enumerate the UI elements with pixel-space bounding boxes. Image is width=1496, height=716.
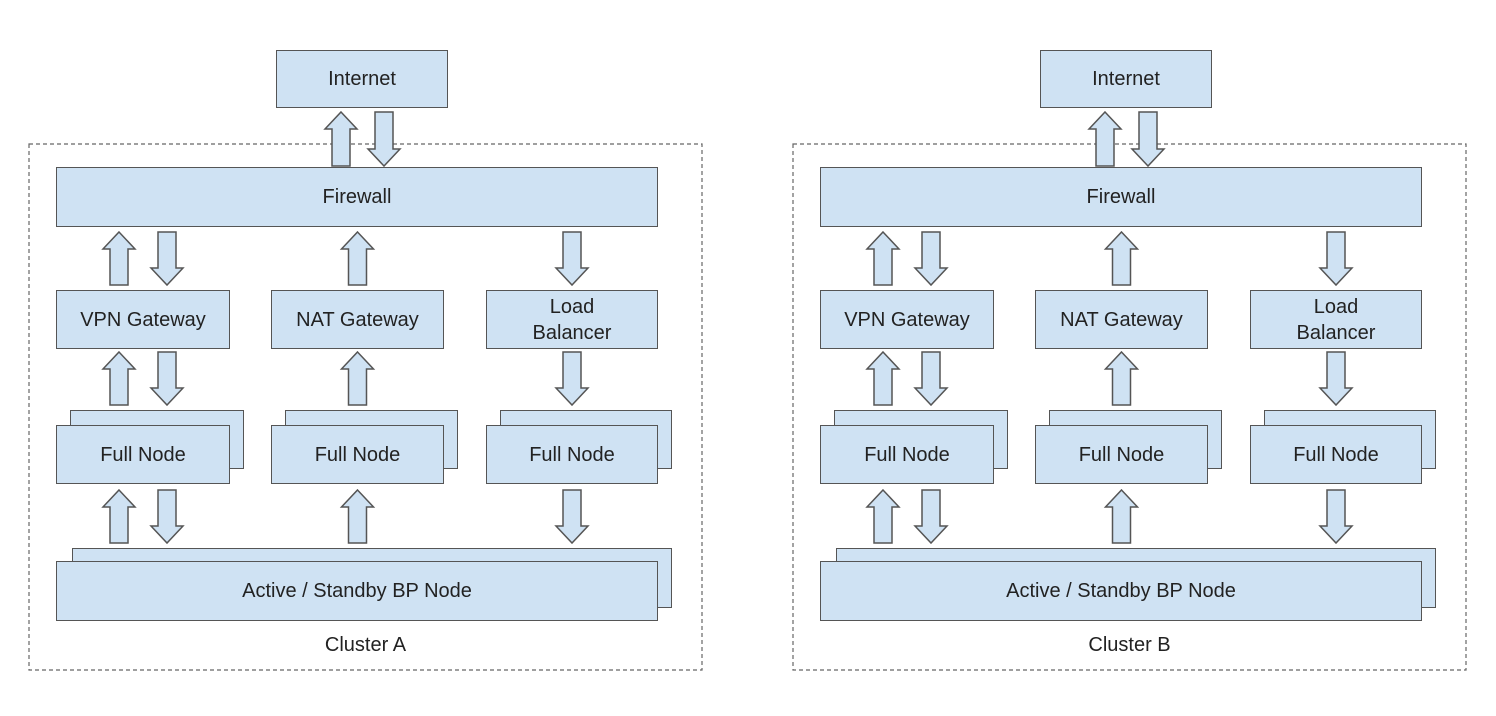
cluster-a-gateway-1-node-up-arrow xyxy=(101,350,137,406)
cluster-b-gateway-3-firewall-down-arrow xyxy=(1318,231,1354,287)
cluster-b-internet-up-arrow xyxy=(1087,110,1123,167)
cluster-a-gateway-1-firewall-up-arrow xyxy=(101,230,137,286)
cluster-a-full-node-1-box-label: Full Node xyxy=(100,442,186,468)
cluster-b-internet-box-label-line: Internet xyxy=(1092,68,1160,90)
cluster-b-firewall-box-label-line: Firewall xyxy=(1086,186,1156,208)
cluster-a-full-node-1-box-label-line: Full Node xyxy=(100,443,186,466)
cluster-b-gateway-2-box: NAT Gateway xyxy=(1035,290,1208,349)
cluster-a-bp-node-box: Active / Standby BP Node xyxy=(56,561,658,621)
cluster-b-full-node-2-box-label: Full Node xyxy=(1079,442,1165,468)
cluster-b-gateway-2-box-label: NAT Gateway xyxy=(1060,307,1183,333)
cluster-b-internet-box: Internet xyxy=(1040,50,1212,108)
cluster-b-gateway-3-box-label-line: Balancer xyxy=(1296,321,1376,344)
cluster-a-full-node-3-box: Full Node xyxy=(486,425,658,484)
cluster-a-boundary xyxy=(28,143,703,671)
cluster-b-gateway-1-firewall-up-arrow xyxy=(865,230,901,286)
cluster-b-gateway-1-node-down-arrow xyxy=(913,351,949,407)
cluster-b-gateway-1-box: VPN Gateway xyxy=(820,290,994,349)
cluster-a-gateway-3-node-down-arrow xyxy=(554,351,590,407)
cluster-b-bp-node-box-label: Active / Standby BP Node xyxy=(1006,578,1236,604)
cluster-b-full-node-1-box: Full Node xyxy=(820,425,994,484)
cluster-a-bp-node-box-label-line: Active / Standby BP Node xyxy=(242,580,472,602)
cluster-b-boundary xyxy=(792,143,1467,671)
cluster-a-gateway-1-box-label: VPN Gateway xyxy=(80,307,206,333)
cluster-a-gateway-2-node-up-arrow xyxy=(339,350,376,406)
cluster-b-full-node-1-box-label: Full Node xyxy=(864,442,950,468)
cluster-a-full-node-1-box: Full Node xyxy=(56,425,230,484)
cluster-a-internet-box: Internet xyxy=(276,50,448,108)
cluster-a-gateway-1-box: VPN Gateway xyxy=(56,290,230,349)
cluster-a-firewall-box: Firewall xyxy=(56,167,658,227)
cluster-a-full-node-3-bp-down-arrow xyxy=(554,489,590,545)
cluster-b-gateway-1-firewall-down-arrow xyxy=(913,231,949,287)
cluster-b-gateway-3-box-label-line: Load xyxy=(1313,295,1359,318)
cluster-a-gateway-1-box-label-line: VPN Gateway xyxy=(80,308,206,331)
cluster-a-gateway-1-firewall-down-arrow xyxy=(149,231,185,287)
cluster-a-full-node-2-box-label: Full Node xyxy=(315,442,401,468)
cluster-b-full-node-3-bp-down-arrow xyxy=(1318,489,1354,545)
cluster-a-internet-up-arrow xyxy=(323,110,359,167)
cluster-a-internet-box-label: Internet xyxy=(328,66,396,92)
cluster-a-full-node-3-box-label-line: Full Node xyxy=(529,443,615,466)
cluster-a-label: Cluster A xyxy=(324,634,407,656)
cluster-b-gateway-2-box-label-line: NAT Gateway xyxy=(1060,308,1183,331)
cluster-a-gateway-2-firewall-up-arrow xyxy=(339,230,376,286)
cluster-b-full-node-1-box-label-line: Full Node xyxy=(864,443,950,466)
cluster-a-gateway-2-box: NAT Gateway xyxy=(271,290,444,349)
cluster-a-full-node-2-bp-up-arrow xyxy=(339,488,376,544)
cluster-a-full-node-2-box: Full Node xyxy=(271,425,444,484)
cluster-a-gateway-3-firewall-down-arrow xyxy=(554,231,590,287)
cluster-b-bp-node-box-label-line: Active / Standby BP Node xyxy=(1006,580,1236,602)
cluster-a-full-node-1-bp-up-arrow xyxy=(101,488,137,544)
cluster-b-full-node-3-box: Full Node xyxy=(1250,425,1422,484)
cluster-b-full-node-3-box-label-line: Full Node xyxy=(1293,443,1379,466)
cluster-a-gateway-3-box-label-line: Load xyxy=(549,295,595,318)
cluster-a-gateway-2-box-label: NAT Gateway xyxy=(296,307,419,333)
cluster-b-full-node-2-box-label-line: Full Node xyxy=(1078,443,1165,466)
cluster-a-bp-node-box-label: Active / Standby BP Node xyxy=(242,578,472,604)
cluster-b-gateway-2-node-up-arrow xyxy=(1103,350,1140,406)
cluster-b-internet-box-label: Internet xyxy=(1092,66,1160,92)
cluster-a-full-node-1-bp-down-arrow xyxy=(149,489,185,545)
cluster-b-full-node-2-bp-up-arrow xyxy=(1103,488,1140,544)
cluster-a-firewall-box-label: Firewall xyxy=(323,184,392,210)
cluster-a-gateway-3-box-label-line: Balancer xyxy=(532,321,612,344)
cluster-b-full-node-1-bp-down-arrow xyxy=(913,489,949,545)
cluster-b-full-node-1-bp-up-arrow xyxy=(865,488,901,544)
cluster-a-firewall-box-label-line: Firewall xyxy=(322,186,392,208)
cluster-b-gateway-2-firewall-up-arrow xyxy=(1103,230,1140,286)
cluster-a-full-node-3-box-label: Full Node xyxy=(529,442,615,468)
cluster-b-firewall-box: Firewall xyxy=(820,167,1422,227)
cluster-b-internet-down-arrow xyxy=(1130,111,1166,168)
cluster-b-label: Cluster B xyxy=(1088,634,1171,656)
cluster-b-gateway-1-box-label-line: VPN Gateway xyxy=(844,308,970,331)
cluster-b-full-node-2-box: Full Node xyxy=(1035,425,1208,484)
cluster-b-full-node-3-box-label: Full Node xyxy=(1293,442,1379,468)
cluster-b-firewall-box-label: Firewall xyxy=(1087,184,1156,210)
cluster-a-internet-down-arrow xyxy=(366,111,402,168)
cluster-a-full-node-2-box-label-line: Full Node xyxy=(314,443,401,466)
cluster-b-gateway-3-node-down-arrow xyxy=(1318,351,1354,407)
cluster-b-bp-node-box: Active / Standby BP Node xyxy=(820,561,1422,621)
cluster-b-gateway-1-box-label: VPN Gateway xyxy=(844,307,970,333)
cluster-a-internet-box-label-line: Internet xyxy=(328,68,396,90)
cluster-a-gateway-1-node-down-arrow xyxy=(149,351,185,407)
cluster-b-gateway-1-node-up-arrow xyxy=(865,350,901,406)
cluster-a-gateway-2-box-label-line: NAT Gateway xyxy=(296,308,419,331)
